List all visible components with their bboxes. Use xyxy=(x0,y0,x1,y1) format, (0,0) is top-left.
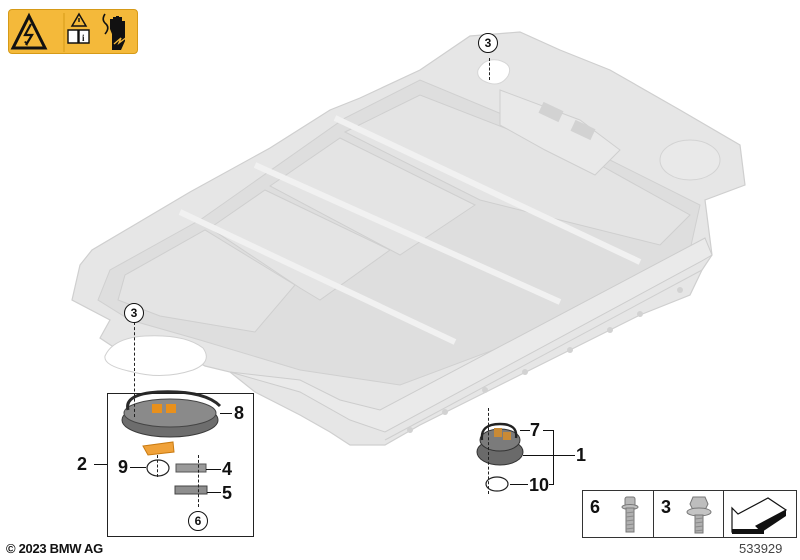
copyright-text: © 2023 BMW AG xyxy=(6,541,103,556)
high-voltage-triangle-icon xyxy=(10,12,48,50)
leader-5 xyxy=(207,492,221,494)
seal-ring-9 xyxy=(146,459,170,477)
callout-3-top[interactable]: 3 xyxy=(478,33,498,53)
callout-1[interactable]: 1 xyxy=(576,445,587,465)
callout-8[interactable]: 8 xyxy=(234,403,245,423)
assembly-line-top-3 xyxy=(489,58,490,80)
diagram-number: 533929 xyxy=(739,541,783,556)
callout-7[interactable]: 7 xyxy=(530,420,541,440)
legend-number: 6 xyxy=(590,497,601,517)
compartment-3 xyxy=(269,137,476,256)
assembly-line-6 xyxy=(198,455,199,507)
callout-3-left[interactable]: 3 xyxy=(124,303,144,323)
legend-item-arrow[interactable] xyxy=(724,491,796,537)
assembly-line-left-3 xyxy=(134,322,135,417)
callout-9[interactable]: 9 xyxy=(118,457,129,477)
assembly-line-right xyxy=(488,408,489,494)
leader-9 xyxy=(130,467,146,469)
callout-5[interactable]: 5 xyxy=(222,483,233,503)
assembly-line-9 xyxy=(157,455,158,477)
front-rail xyxy=(229,237,713,433)
manual-info-icon: i xyxy=(67,29,90,44)
leader-2 xyxy=(94,464,107,466)
leader-1 xyxy=(523,455,575,457)
bracket-1 xyxy=(553,430,555,485)
svg-text:i: i xyxy=(82,33,85,43)
leader-4 xyxy=(206,469,221,471)
compartment-4 xyxy=(343,94,691,246)
hex-flange-bolt-icon xyxy=(686,496,712,534)
service-connector-left xyxy=(121,390,222,495)
leader-8 xyxy=(220,413,232,415)
legend-number: 3 xyxy=(661,497,672,517)
callout-6[interactable]: 6 xyxy=(188,511,208,531)
compartment-2 xyxy=(209,189,391,301)
service-connector-right xyxy=(476,422,524,492)
cover-part-4 xyxy=(175,463,207,473)
callout-4[interactable]: 4 xyxy=(222,459,233,479)
callout-10[interactable]: 10 xyxy=(529,475,550,495)
leader-7 xyxy=(520,430,530,432)
mounting-holes xyxy=(407,287,683,433)
caution-triangle-icon xyxy=(70,12,88,27)
kit-group-box xyxy=(107,393,254,537)
seal-ring-10 xyxy=(485,476,509,492)
direction-arrow-icon xyxy=(731,497,788,534)
flange-bolt-small-icon xyxy=(621,496,639,533)
parts-legend: 6 3 xyxy=(582,490,797,538)
warning-label-icons: i xyxy=(10,12,128,52)
electric-hand-icon xyxy=(102,13,128,50)
leader-10 xyxy=(510,484,528,486)
callout-2[interactable]: 2 xyxy=(77,454,88,474)
cover-part-5 xyxy=(174,485,208,495)
legend-item-6[interactable]: 6 xyxy=(583,491,654,537)
high-voltage-warning-label: i xyxy=(8,9,138,54)
legend-item-3[interactable]: 3 xyxy=(654,491,724,537)
